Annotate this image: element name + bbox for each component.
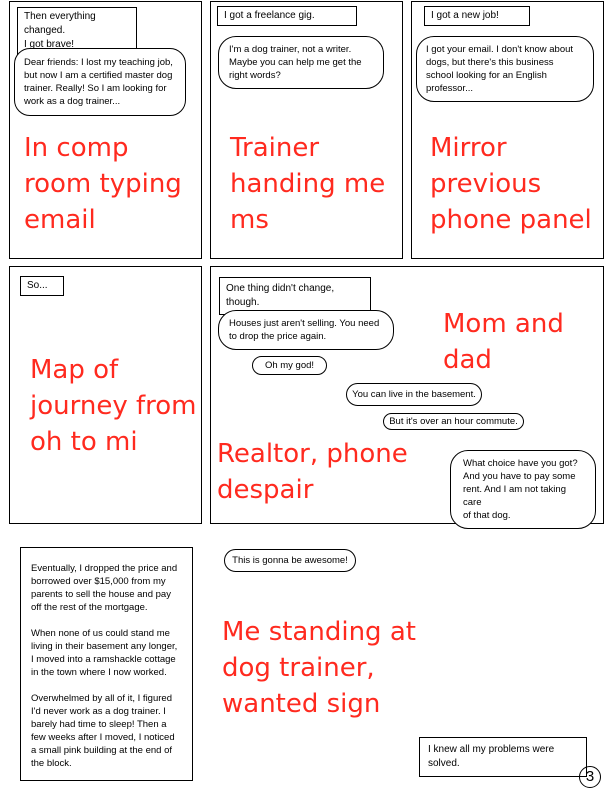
panel-3-caption: I got a new job!	[424, 6, 530, 26]
panel-5-realtor-note: Realtor, phone despair	[217, 439, 408, 505]
panel-1-caption: Then everything changed. I got brave!	[17, 7, 137, 55]
panel-4-caption: So...	[20, 276, 64, 296]
choice-speech-bubble: What choice have you got? And you have t…	[450, 450, 596, 529]
realtor-speech-bubble: Houses just aren't selling. You need to …	[218, 310, 394, 350]
panel-5-parents-note: Mom and dad	[443, 309, 564, 375]
narration-paragraph-1: Eventually, I dropped the price and borr…	[31, 563, 178, 613]
panel-1-speech-bubble: Dear friends: I lost my teaching job, bu…	[14, 48, 186, 116]
basement-speech-bubble: You can live in the basement.	[346, 383, 482, 406]
commute-speech-bubble: But it's over an hour commute.	[383, 413, 524, 430]
narration-paragraph-3: Overwhelmed by all of it, I figured I'd …	[31, 693, 175, 769]
page-number: 3	[579, 766, 601, 788]
panel-3-art-note: Mirror previous phone panel	[430, 133, 592, 235]
panel-7-caption: I knew all my problems were solved.	[419, 737, 587, 777]
panel-2-art-note: Trainer handing me ms	[230, 133, 386, 235]
panel-2-speech-bubble: I'm a dog trainer, not a writer. Maybe y…	[218, 36, 384, 89]
oh-my-god-speech-bubble: Oh my god!	[252, 356, 327, 375]
panel-5-caption: One thing didn't change, though.	[219, 277, 371, 315]
panel-2-caption: I got a freelance gig.	[217, 6, 357, 26]
panel-1-art-note: In comp room typing email	[24, 133, 182, 235]
panel-6-narration: Eventually, I dropped the price and borr…	[20, 547, 193, 781]
panel-4	[9, 266, 202, 524]
panel-7-art-note: Me standing at dog trainer, wanted sign	[222, 617, 416, 719]
narration-paragraph-2: When none of us could stand me living in…	[31, 628, 178, 678]
panel-3-speech-bubble: I got your email. I don't know about dog…	[416, 36, 594, 102]
panel-4-art-note: Map of journey from oh to mi	[30, 355, 197, 457]
panel-7-speech-bubble: This is gonna be awesome!	[224, 549, 356, 572]
